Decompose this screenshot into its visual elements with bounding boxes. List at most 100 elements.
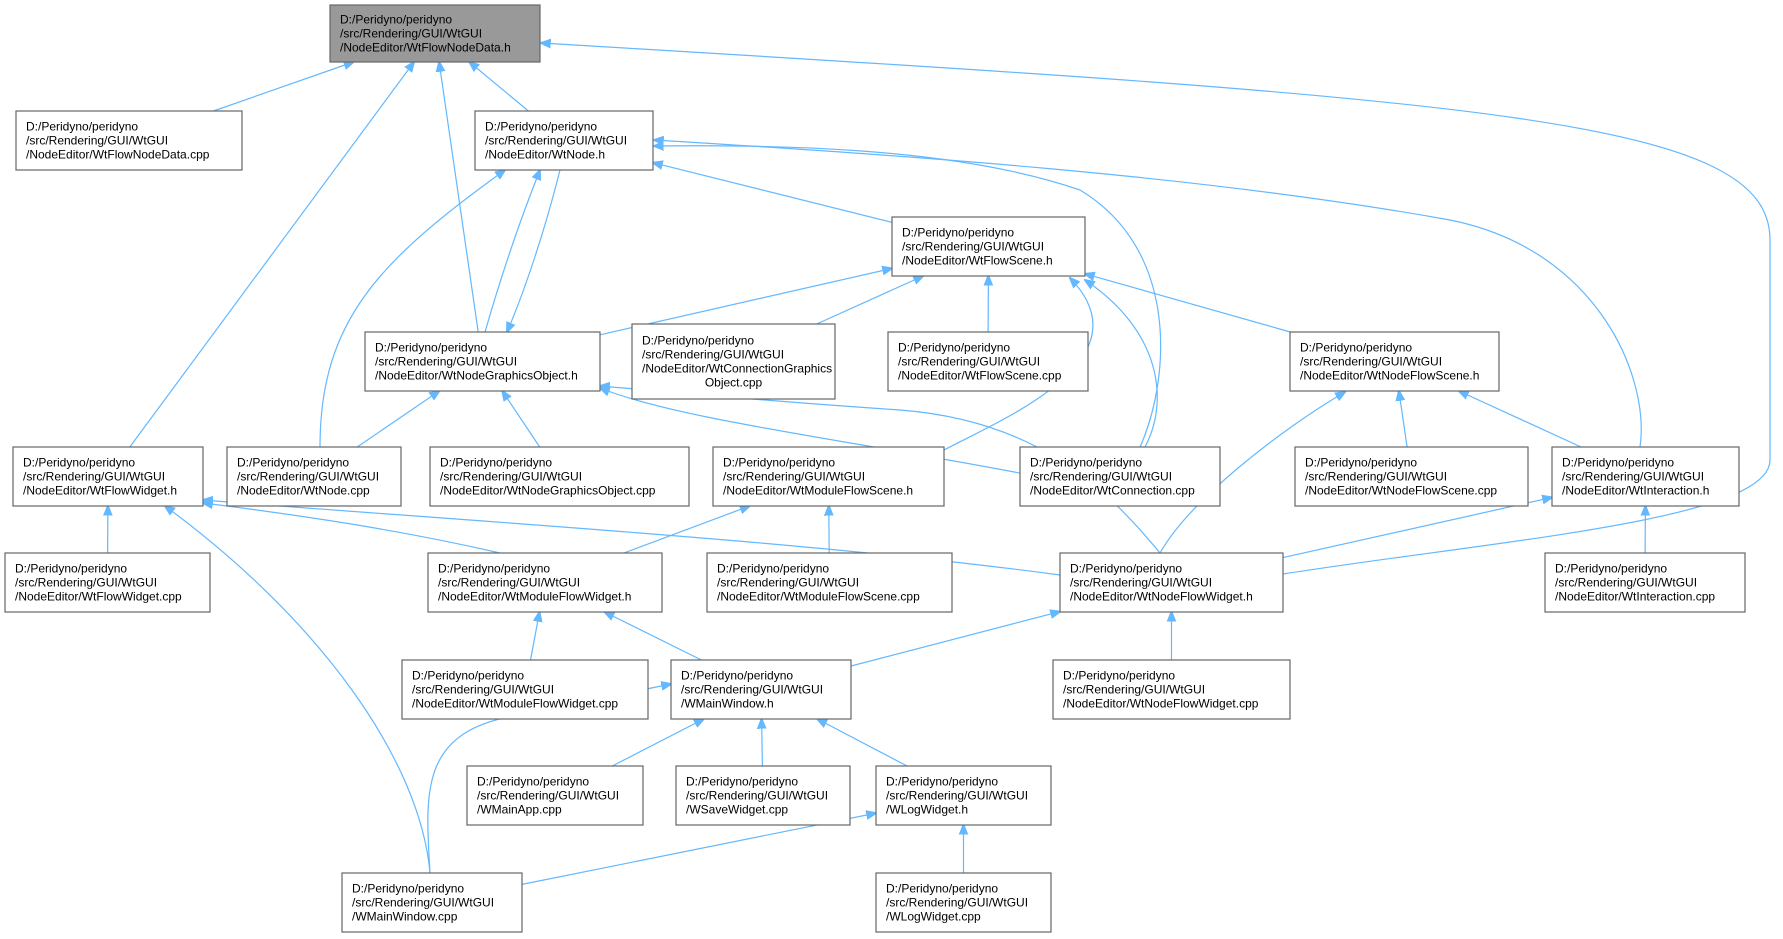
node-flowwidget-h[interactable]: D:/Peridyno/peridyno/src/Rendering/GUI/W… bbox=[12, 446, 204, 507]
node-node-h[interactable]: D:/Peridyno/peridyno/src/Rendering/GUI/W… bbox=[474, 110, 654, 171]
node-nodeflowscene-cpp[interactable]: D:/Peridyno/peridyno/src/Rendering/GUI/W… bbox=[1294, 446, 1529, 507]
node-box bbox=[712, 446, 945, 507]
node-label-line: D:/Peridyno/peridyno bbox=[898, 341, 1010, 355]
node-nodeflowscene-h[interactable]: D:/Peridyno/peridyno/src/Rendering/GUI/W… bbox=[1289, 331, 1500, 392]
node-label-line: /src/Rendering/GUI/WtGUI bbox=[902, 240, 1044, 254]
node-connectiongraphics-cpp[interactable]: D:/Peridyno/peridyno/src/Rendering/GUI/W… bbox=[631, 323, 836, 400]
node-label-line: /WLogWidget.cpp bbox=[886, 910, 981, 924]
edge-flownodedata_cpp-to-flownodedata_h bbox=[213, 62, 353, 112]
edge-node_cpp-to-node_h bbox=[319, 170, 505, 448]
node-box bbox=[427, 552, 663, 613]
node-label-line: /NodeEditor/WtModuleFlowScene.cpp bbox=[717, 590, 920, 604]
node-label-line: /NodeEditor/WtModuleFlowWidget.h bbox=[438, 590, 631, 604]
node-nodeflowwidget-h[interactable]: D:/Peridyno/peridyno/src/Rendering/GUI/W… bbox=[1059, 552, 1284, 613]
node-label-line: D:/Peridyno/peridyno bbox=[438, 562, 550, 576]
node-label-line: D:/Peridyno/peridyno bbox=[1030, 456, 1142, 470]
node-box bbox=[675, 765, 851, 826]
edge-nodegraphicsobject_h-to-node_h bbox=[484, 170, 540, 333]
node-moduleflowwidget-h[interactable]: D:/Peridyno/peridyno/src/Rendering/GUI/W… bbox=[427, 552, 663, 613]
node-label-line: D:/Peridyno/peridyno bbox=[902, 226, 1014, 240]
edge-nodeflowwidget_h-to-nodeflowscene_h bbox=[1159, 392, 1345, 554]
node-label-line: /NodeEditor/WtNodeGraphicsObject.h bbox=[375, 369, 578, 383]
node-logwidget-h[interactable]: D:/Peridyno/peridyno/src/Rendering/GUI/W… bbox=[875, 765, 1052, 826]
node-logwidget-cpp[interactable]: D:/Peridyno/peridyno/src/Rendering/GUI/W… bbox=[875, 872, 1052, 933]
node-savewidget-cpp[interactable]: D:/Peridyno/peridyno/src/Rendering/GUI/W… bbox=[675, 765, 851, 826]
node-box bbox=[1019, 446, 1221, 507]
node-mainwindow-h[interactable]: D:/Peridyno/peridyno/src/Rendering/GUI/W… bbox=[670, 659, 852, 720]
edge-mainwindow_h-to-nodeflowwidget_h bbox=[850, 612, 1060, 667]
node-label-line: /src/Rendering/GUI/WtGUI bbox=[1070, 576, 1212, 590]
node-node-cpp[interactable]: D:/Peridyno/peridyno/src/Rendering/GUI/W… bbox=[226, 446, 402, 507]
node-nodegraphicsobject-h[interactable]: D:/Peridyno/peridyno/src/Rendering/GUI/W… bbox=[364, 331, 601, 392]
node-label-line: D:/Peridyno/peridyno bbox=[717, 562, 829, 576]
node-interaction-h[interactable]: D:/Peridyno/peridyno/src/Rendering/GUI/W… bbox=[1551, 446, 1740, 507]
node-label-line: /src/Rendering/GUI/WtGUI bbox=[898, 355, 1040, 369]
node-label-line: /src/Rendering/GUI/WtGUI bbox=[237, 470, 379, 484]
node-label-line: D:/Peridyno/peridyno bbox=[686, 775, 798, 789]
edge-interaction_h-to-node_h bbox=[654, 140, 1642, 448]
edge-node_h-to-flownodedata_h bbox=[469, 62, 529, 112]
node-label-line: D:/Peridyno/peridyno bbox=[1305, 456, 1417, 470]
node-nodegraphicsobject-cpp[interactable]: D:/Peridyno/peridyno/src/Rendering/GUI/W… bbox=[429, 446, 690, 507]
node-label-line: /src/Rendering/GUI/WtGUI bbox=[1562, 470, 1704, 484]
node-flownodedata-h[interactable]: D:/Peridyno/peridyno/src/Rendering/GUI/W… bbox=[329, 4, 541, 63]
node-label-line: /WSaveWidget.cpp bbox=[686, 803, 788, 817]
node-moduleflowwidget-cpp[interactable]: D:/Peridyno/peridyno/src/Rendering/GUI/W… bbox=[401, 659, 649, 720]
node-box bbox=[329, 4, 541, 63]
node-box bbox=[891, 216, 1086, 277]
node-flowwidget-cpp[interactable]: D:/Peridyno/peridyno/src/Rendering/GUI/W… bbox=[4, 552, 211, 613]
edge-connection_cpp-to-flowscene_h bbox=[1085, 280, 1158, 448]
node-flowscene-cpp[interactable]: D:/Peridyno/peridyno/src/Rendering/GUI/W… bbox=[887, 331, 1089, 392]
node-label-line: /src/Rendering/GUI/WtGUI bbox=[717, 576, 859, 590]
node-moduleflowscene-h[interactable]: D:/Peridyno/peridyno/src/Rendering/GUI/W… bbox=[712, 446, 945, 507]
node-box bbox=[887, 331, 1089, 392]
node-box bbox=[12, 446, 204, 507]
node-label-line: /WLogWidget.h bbox=[886, 803, 968, 817]
node-label-line: /NodeEditor/WtNodeFlowWidget.h bbox=[1070, 590, 1253, 604]
node-label-line: /WMainWindow.cpp bbox=[352, 910, 458, 924]
edge-connection_cpp-to-nodegraphicsobject_h bbox=[600, 388, 1031, 476]
node-box bbox=[401, 659, 649, 720]
node-label-line: D:/Peridyno/peridyno bbox=[723, 456, 835, 470]
node-label-line: D:/Peridyno/peridyno bbox=[1070, 562, 1182, 576]
edge-connectiongraphics_cpp-to-flowscene_h bbox=[816, 276, 923, 325]
node-label-line: /src/Rendering/GUI/WtGUI bbox=[23, 470, 165, 484]
edge-moduleflowwidget_h-to-flowwidget_h bbox=[203, 503, 501, 554]
node-label-line: D:/Peridyno/peridyno bbox=[26, 120, 138, 134]
node-flowscene-h[interactable]: D:/Peridyno/peridyno/src/Rendering/GUI/W… bbox=[891, 216, 1086, 277]
node-box bbox=[1551, 446, 1740, 507]
node-label-line: D:/Peridyno/peridyno bbox=[412, 669, 524, 683]
edge-moduleflowwidget_cpp-to-moduleflowwidget_h bbox=[529, 612, 540, 661]
node-label-line: /NodeEditor/WtInteraction.h bbox=[1562, 484, 1709, 498]
node-label-line: /src/Rendering/GUI/WtGUI bbox=[886, 789, 1028, 803]
node-interaction-cpp[interactable]: D:/Peridyno/peridyno/src/Rendering/GUI/W… bbox=[1544, 552, 1746, 613]
node-label-line: D:/Peridyno/peridyno bbox=[352, 882, 464, 896]
node-flownodedata-cpp[interactable]: D:/Peridyno/peridyno/src/Rendering/GUI/W… bbox=[15, 110, 243, 171]
node-mainapp-cpp[interactable]: D:/Peridyno/peridyno/src/Rendering/GUI/W… bbox=[466, 765, 644, 826]
node-nodeflowwidget-cpp[interactable]: D:/Peridyno/peridyno/src/Rendering/GUI/W… bbox=[1052, 659, 1291, 720]
node-label-line: /NodeEditor/WtInteraction.cpp bbox=[1555, 590, 1715, 604]
node-label-line: /src/Rendering/GUI/WtGUI bbox=[375, 355, 517, 369]
node-label-line: /NodeEditor/WtFlowWidget.h bbox=[23, 484, 177, 498]
edge-mainwindow_h-to-moduleflowwidget_h bbox=[605, 612, 702, 661]
node-label-line: /src/Rendering/GUI/WtGUI bbox=[438, 576, 580, 590]
node-label-line: /src/Rendering/GUI/WtGUI bbox=[886, 896, 1028, 910]
node-moduleflowscene-cpp[interactable]: D:/Peridyno/peridyno/src/Rendering/GUI/W… bbox=[706, 552, 953, 613]
node-label-line: /NodeEditor/WtFlowNodeData.h bbox=[340, 41, 511, 55]
edge-node_cpp-to-nodegraphicsobject_h bbox=[356, 391, 439, 448]
edge-logwidget_h-to-mainwindow_h bbox=[817, 719, 908, 767]
node-connection-cpp[interactable]: D:/Peridyno/peridyno/src/Rendering/GUI/W… bbox=[1019, 446, 1221, 507]
node-label-line: /src/Rendering/GUI/WtGUI bbox=[440, 470, 582, 484]
node-label-line: D:/Peridyno/peridyno bbox=[886, 775, 998, 789]
node-box bbox=[4, 552, 211, 613]
node-label-line: /src/Rendering/GUI/WtGUI bbox=[15, 576, 157, 590]
node-label-line: D:/Peridyno/peridyno bbox=[237, 456, 349, 470]
node-label-line: /src/Rendering/GUI/WtGUI bbox=[1305, 470, 1447, 484]
node-label-line: D:/Peridyno/peridyno bbox=[886, 882, 998, 896]
node-label-line: /src/Rendering/GUI/WtGUI bbox=[485, 134, 627, 148]
node-label-line: /src/Rendering/GUI/WtGUI bbox=[412, 683, 554, 697]
node-box bbox=[1294, 446, 1529, 507]
node-mainwindow-cpp[interactable]: D:/Peridyno/peridyno/src/Rendering/GUI/W… bbox=[341, 872, 523, 933]
node-label-line: /WMainWindow.h bbox=[681, 697, 774, 711]
edge-moduleflowwidget_h-to-moduleflowscene_h bbox=[623, 506, 750, 554]
